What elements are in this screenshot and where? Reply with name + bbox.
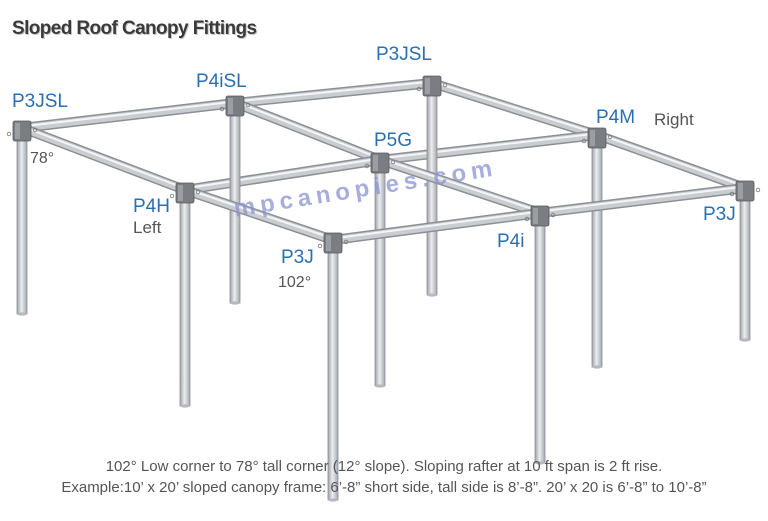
label-center-p5g: P5G <box>374 130 413 151</box>
fitting-back-mid-icon <box>219 95 251 117</box>
label-left-side: Left <box>133 218 162 237</box>
label-left-p4h: P4H <box>133 196 170 217</box>
angle-low-corner: 102° <box>278 274 312 291</box>
pipe-middle-back-rafter <box>230 98 385 165</box>
leg-left-mid <box>179 189 191 408</box>
caption-line-1: 102° Low corner to 78° tall corner (12° … <box>105 458 663 475</box>
diagram-title: Sloped Roof Canopy Fittings <box>12 18 257 39</box>
pipe-back-left <box>17 98 240 133</box>
leg-front-right <box>739 187 751 342</box>
label-right-side: Right <box>654 110 694 129</box>
label-back-right-p3jsl: P3JSL <box>376 44 432 65</box>
fitting-front-left-icon <box>317 232 349 254</box>
leg-front-mid <box>534 212 546 465</box>
fitting-back-left-icon <box>6 120 38 142</box>
label-front-right-p3j: P3J <box>703 204 736 225</box>
pipe-middle-front-rafter <box>375 155 545 218</box>
angle-tall-corner: 78° <box>30 150 55 167</box>
pipe-left-front-rafter <box>180 185 338 245</box>
label-right-p4m: P4M <box>596 107 636 128</box>
fitting-left-mid-icon <box>169 182 201 204</box>
fitting-center-icon <box>364 152 396 174</box>
pipe-front-right <box>535 183 750 218</box>
pipe-front-left <box>328 208 545 245</box>
label-front-mid-p4i: P4i <box>497 231 525 252</box>
label-front-left-p3j: P3J <box>281 247 314 268</box>
pipe-right-back-rafter <box>427 78 602 140</box>
pipe-middle-left <box>180 155 385 195</box>
label-back-mid-p4isl: P4iSL <box>196 71 247 92</box>
pipe-right-front-rafter <box>592 130 750 193</box>
fittings <box>6 75 761 254</box>
caption-line-2: Example:10’ x 20’ sloped canopy frame: 6… <box>61 479 707 496</box>
fitting-front-mid-icon <box>524 205 556 227</box>
fitting-front-right-icon <box>729 180 761 202</box>
leg-back-left <box>16 127 28 316</box>
back-frame <box>17 78 602 195</box>
front-frame <box>17 123 750 245</box>
pipe-left-back-rafter <box>17 123 190 195</box>
pipe-middle-right <box>375 130 602 165</box>
fitting-right-mid-icon <box>581 127 613 149</box>
label-back-left-p3jsl: P3JSL <box>12 91 68 112</box>
pipe-back-right <box>230 78 437 108</box>
fitting-back-right-icon <box>416 75 448 97</box>
leg-right-mid <box>591 134 603 369</box>
